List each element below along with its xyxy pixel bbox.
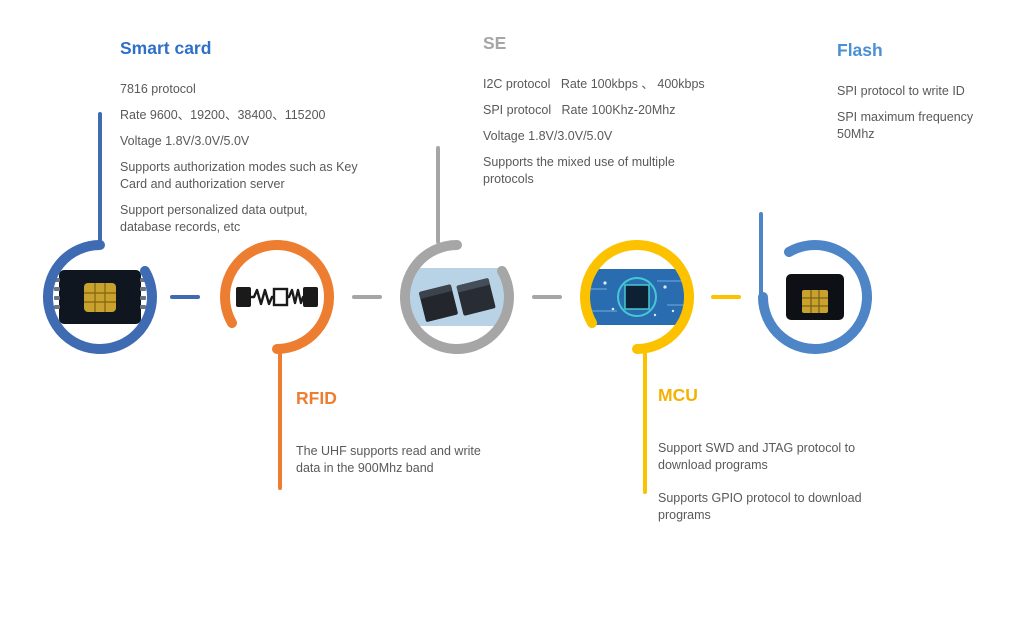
se-chips-image bbox=[410, 268, 504, 326]
smart-card-line-1: 7816 protocol bbox=[120, 82, 196, 96]
se-line-2: SPI protocol Rate 100Khz-20Mhz bbox=[483, 103, 676, 117]
smart-card-connector-line bbox=[98, 112, 102, 244]
smart-card-line-2: Rate 9600、19200、38400、115200 bbox=[120, 108, 326, 122]
mcu-ring bbox=[580, 240, 695, 354]
rfid-title: RFID bbox=[296, 388, 337, 408]
smart-card-line-3: Voltage 1.8V/3.0V/5.0V bbox=[120, 134, 250, 148]
connector-dash-3 bbox=[532, 295, 562, 299]
flash-node-graphic bbox=[758, 240, 872, 355]
smart-card-line-4: Supports authorization modes such as Key… bbox=[120, 160, 362, 191]
smart-card-line-5: Support personalized data output, databa… bbox=[120, 203, 312, 234]
se-line-4: Supports the mixed use of multiple proto… bbox=[483, 155, 679, 186]
flash-line-2: SPI maximum frequency 50Mhz bbox=[837, 110, 977, 141]
flash-ring bbox=[758, 240, 872, 355]
se-title: SE bbox=[483, 33, 507, 53]
connector-dash-2 bbox=[352, 295, 382, 299]
flash-line-1: SPI protocol to write ID bbox=[837, 84, 965, 98]
flash-connector-line bbox=[759, 212, 763, 300]
mcu-connector-line bbox=[643, 350, 647, 494]
se-node-graphic bbox=[399, 240, 514, 354]
mcu-board-image bbox=[590, 269, 684, 325]
rfid-ring bbox=[220, 240, 335, 354]
se-connector-line bbox=[436, 146, 440, 244]
flash-chip-image bbox=[786, 274, 844, 320]
mcu-line-2: Supports GPIO protocol to download progr… bbox=[658, 491, 866, 522]
rfid-connector-line bbox=[278, 350, 282, 490]
connector-dash-1 bbox=[170, 295, 200, 299]
smart-card-chip-image bbox=[54, 270, 146, 324]
se-line-1: I2C protocol Rate 100kbps 、 400kbps bbox=[483, 77, 705, 91]
rfid-inlay-image bbox=[236, 287, 318, 307]
connector-dash-4 bbox=[711, 295, 741, 299]
flash-section: Flash SPI protocol to write ID SPI maxim… bbox=[837, 40, 1012, 152]
se-section: SE I2C protocol Rate 100kbps 、 400kbps S… bbox=[483, 33, 718, 197]
mcu-node-graphic bbox=[580, 240, 695, 354]
mcu-title: MCU bbox=[658, 385, 698, 405]
rfid-line-1: The UHF supports read and write data in … bbox=[296, 444, 485, 475]
rfid-section: RFID The UHF supports read and write dat… bbox=[296, 388, 506, 493]
se-ring bbox=[399, 240, 514, 354]
smart-card-section: Smart card 7816 protocol Rate 9600、19200… bbox=[120, 38, 360, 245]
mcu-section: MCU Support SWD and JTAG protocol to dow… bbox=[658, 385, 903, 540]
smart-card-node-graphic bbox=[42, 240, 157, 354]
rfid-node-graphic bbox=[220, 240, 335, 354]
smart-card-ring bbox=[42, 240, 157, 354]
smart-card-title: Smart card bbox=[120, 38, 212, 58]
mcu-line-1: Support SWD and JTAG protocol to downloa… bbox=[658, 441, 859, 472]
flash-title: Flash bbox=[837, 40, 883, 60]
se-line-3: Voltage 1.8V/3.0V/5.0V bbox=[483, 129, 613, 143]
